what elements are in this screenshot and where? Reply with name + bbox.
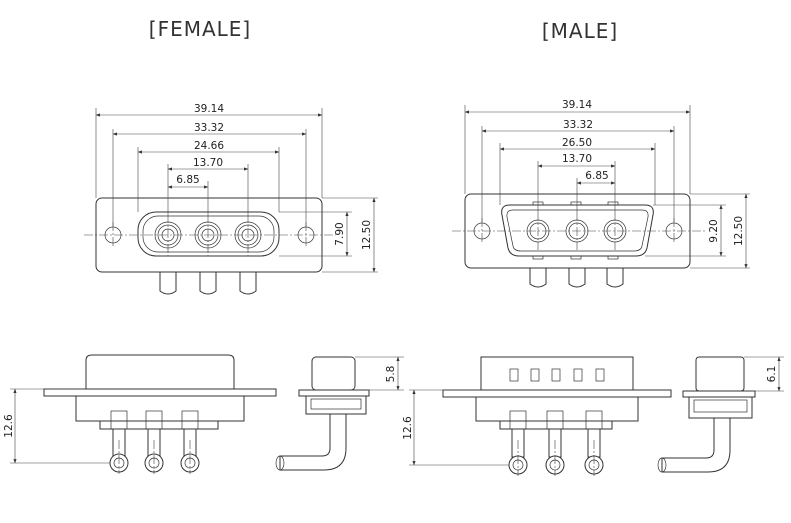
male-dim-flange-height: 12.50 <box>733 216 745 246</box>
male-dim-profile-height: 6.1 <box>766 366 778 383</box>
male-tail-pins <box>529 267 624 288</box>
male-dim-shell-width: 26.50 <box>562 137 592 149</box>
female-profile-tail <box>279 413 347 471</box>
female-side-flange <box>43 388 277 397</box>
female-tail-pins <box>159 271 257 295</box>
female-dim-shell-height: 7.90 <box>334 222 346 245</box>
female-dim-pitch: 6.85 <box>176 174 199 186</box>
female-dim-profile-height: 5.8 <box>385 366 397 383</box>
male-dim-pitch: 6.85 <box>585 170 608 182</box>
female-dim-shell-width: 24.66 <box>194 140 224 152</box>
male-side-tails <box>508 410 604 475</box>
female-dim-flange-height: 12.50 <box>361 220 373 250</box>
female-side-body <box>75 395 245 422</box>
male-profile-view: 6.1 <box>657 356 784 473</box>
female-dim-hole-spacing: 33.32 <box>194 122 224 134</box>
male-profile-tail <box>661 417 731 473</box>
male-dim-outer-pitch: 13.70 <box>562 153 592 165</box>
male-dim-side-height: 12.6 <box>402 416 414 440</box>
female-dim-overall-width: 39.14 <box>194 103 224 115</box>
male-title: [MALE] <box>542 19 618 43</box>
female-front-view: 39.14 33.32 24.66 13.70 6.85 7.90 12.50 <box>84 103 378 295</box>
male-side-view: 12.6 <box>402 356 672 476</box>
female-dim-side-height: 12.6 <box>3 414 15 438</box>
male-dim-overall-width: 39.14 <box>562 99 592 111</box>
male-side-slots <box>509 368 605 382</box>
female-side-shell <box>85 354 235 390</box>
female-title: [FEMALE] <box>149 17 251 41</box>
male-dim-hole-spacing: 33.32 <box>563 119 593 131</box>
male-side-shell <box>480 356 634 391</box>
female-dim-outer-pitch: 13.70 <box>193 157 223 169</box>
male-side-flange <box>442 389 672 398</box>
male-d-shell <box>501 204 654 257</box>
male-dim-shell-height: 9.20 <box>708 219 720 242</box>
male-front-view: 39.14 33.32 26.50 13.70 6.85 9.20 12.50 <box>452 99 750 288</box>
female-profile-view: 5.8 <box>275 356 404 471</box>
female-side-view: 12.6 <box>3 354 277 474</box>
